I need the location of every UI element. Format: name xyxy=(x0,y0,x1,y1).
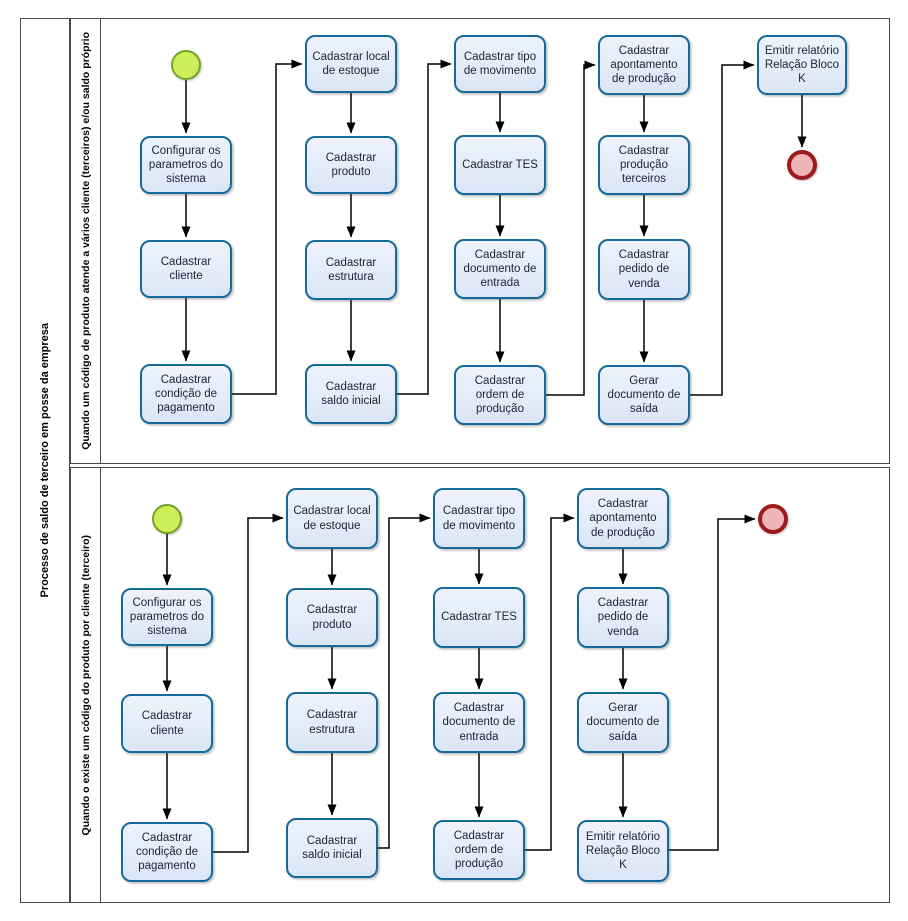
task-label: Cadastrar ordem de produção xyxy=(474,374,526,416)
task-l2-estrutura: Cadastrar estrutura xyxy=(286,692,378,753)
task-l2-gerar-doc-saida: Gerar documento de saída xyxy=(577,692,669,753)
task-label: Cadastrar estrutura xyxy=(325,256,377,283)
task-label: Cadastrar pedido de venda xyxy=(597,597,649,638)
task-l1-doc-entrada: Cadastrar documento de entrada xyxy=(454,239,546,299)
task-l1-condicao-pagamento: Cadastrar condição de pagamento xyxy=(140,364,232,424)
task-label: Gerar documento de saída xyxy=(607,374,681,416)
task-l1-gerar-doc-saida: Gerar documento de saída xyxy=(598,365,690,425)
task-label: Cadastrar apontamento de produção xyxy=(589,498,657,539)
task-label: Cadastrar produção terceiros xyxy=(618,144,670,186)
task-label: Cadastrar cliente xyxy=(160,255,212,282)
task-l1-emitir-relatorio: Emitir relatório Relação Bloco K xyxy=(757,35,847,95)
task-l1-producao-terceiros: Cadastrar produção terceiros xyxy=(598,135,690,195)
task-label: Cadastrar TES xyxy=(462,158,538,171)
task-l2-tes: Cadastrar TES xyxy=(433,587,525,648)
task-l2-local-estoque: Cadastrar local de estoque xyxy=(286,488,378,549)
task-l1-produto: Cadastrar produto xyxy=(305,136,397,194)
task-label: Cadastrar condição de pagamento xyxy=(154,373,218,415)
task-l1-tes: Cadastrar TES xyxy=(454,135,546,195)
start-event-icon xyxy=(171,50,201,80)
end-event-icon xyxy=(758,504,788,534)
task-label: Cadastrar tipo de movimento xyxy=(442,505,516,532)
task-l2-ordem-producao: Cadastrar ordem de produção xyxy=(433,820,525,880)
lane1-header: Quando um código de produto atende a vár… xyxy=(71,19,101,463)
task-label: Emitir relatório Relação Bloco K xyxy=(585,830,661,872)
task-label: Cadastrar saldo inicial xyxy=(321,380,381,407)
pool-header: Processo de saldo de terceiro em posse d… xyxy=(20,18,70,903)
task-label: Configurar os parametros do sistema xyxy=(129,596,205,638)
task-l2-condicao-pagamento: Cadastrar condição de pagamento xyxy=(121,822,213,882)
task-l2-apontamento-producao: Cadastrar apontamento de produção xyxy=(577,488,669,549)
task-l2-cadastrar-cliente: Cadastrar cliente xyxy=(121,694,213,753)
task-l1-tipo-movimento: Cadastrar tipo de movimento xyxy=(454,35,546,93)
task-l2-doc-entrada: Cadastrar documento de entrada xyxy=(433,692,525,753)
task-l1-apontamento-producao: Cadastrar apontamento de produção xyxy=(598,35,690,95)
task-label: Cadastrar apontamento de produção xyxy=(610,44,678,86)
task-label: Emitir relatório Relação Bloco K xyxy=(764,44,840,86)
task-label: Cadastrar documento de entrada xyxy=(463,248,537,290)
task-label: Cadastrar TES xyxy=(441,611,517,624)
task-label: Cadastrar saldo inicial xyxy=(302,834,362,861)
task-l1-local-estoque: Cadastrar local de estoque xyxy=(305,35,397,93)
end-event-icon xyxy=(787,150,817,180)
task-l2-produto: Cadastrar produto xyxy=(286,588,378,647)
task-label: Cadastrar estrutura xyxy=(306,709,358,736)
lane2-header: Quando o existe um código do produto por… xyxy=(71,468,101,902)
task-l1-saldo-inicial: Cadastrar saldo inicial xyxy=(305,364,397,424)
task-label: Cadastrar local de estoque xyxy=(312,50,390,77)
task-label: Cadastrar tipo de movimento xyxy=(463,50,537,77)
task-l2-saldo-inicial: Cadastrar saldo inicial xyxy=(286,818,378,878)
task-l2-pedido-venda: Cadastrar pedido de venda xyxy=(577,587,669,648)
task-label: Gerar documento de saída xyxy=(586,702,660,743)
task-l2-tipo-movimento: Cadastrar tipo de movimento xyxy=(433,488,525,549)
task-label: Configurar os parametros do sistema xyxy=(148,144,224,186)
start-event-icon xyxy=(152,504,182,534)
task-l1-estrutura: Cadastrar estrutura xyxy=(305,240,397,300)
task-label: Cadastrar pedido de venda xyxy=(618,249,670,290)
task-l1-ordem-producao: Cadastrar ordem de produção xyxy=(454,365,546,425)
task-l1-configurar-parametros: Configurar os parametros do sistema xyxy=(140,136,232,194)
task-l1-cadastrar-cliente: Cadastrar cliente xyxy=(140,240,232,298)
task-l2-configurar-parametros: Configurar os parametros do sistema xyxy=(121,588,213,646)
task-label: Cadastrar produto xyxy=(325,151,377,178)
task-label: Cadastrar ordem de produção xyxy=(453,829,505,871)
task-label: Cadastrar produto xyxy=(306,604,358,631)
task-label: Cadastrar local de estoque xyxy=(293,505,371,532)
task-label: Cadastrar documento de entrada xyxy=(442,702,516,743)
task-label: Cadastrar cliente xyxy=(141,710,193,737)
task-l2-emitir-relatorio: Emitir relatório Relação Bloco K xyxy=(577,820,669,882)
task-l1-pedido-venda: Cadastrar pedido de venda xyxy=(598,239,690,300)
task-label: Cadastrar condição de pagamento xyxy=(135,831,199,873)
